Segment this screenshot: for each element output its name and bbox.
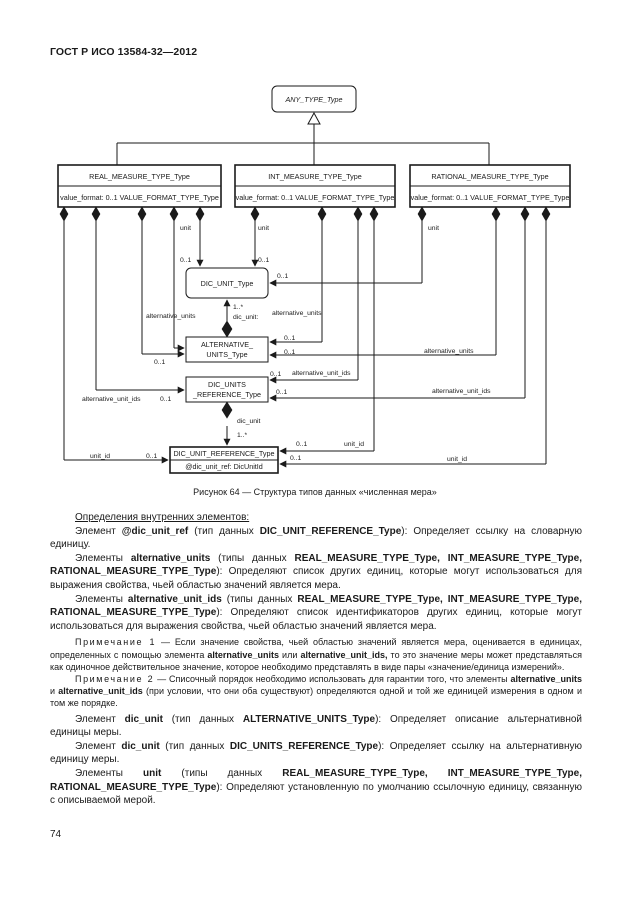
role-dic-unit-colon: dic_unit:	[233, 314, 258, 321]
paragraph-unit: Элементы unit (типы данных REAL_MEASURE_…	[50, 767, 582, 807]
figure-caption: Рисунок 64 — Структура типов данных «чис…	[193, 487, 437, 497]
mult-alt-rational: 0..1	[284, 349, 296, 356]
mult-unitref-int: 0..1	[296, 441, 308, 448]
dic-unit-box	[185, 267, 269, 299]
paragraph-dic-unit-alt: Элемент dic_unit (тип данных ALTERNATIVE…	[50, 713, 583, 739]
role-alt-ids-int: alternative_unit_ids	[292, 370, 351, 377]
mult-dic-unit: 1..*	[233, 304, 244, 311]
dic-unit-name: DIC_UNIT_Type	[201, 279, 254, 288]
role-unit-id-real: unit_id	[90, 453, 110, 460]
any-type-label: ANY_TYPE_Type	[285, 95, 343, 104]
paragraph-dic-unit-ref: Элемент @dic_unit_ref (тип данных DIC_UN…	[50, 525, 583, 551]
uml-diagram: ANY_TYPE_Type REAL_MEASURE_TYPE_Type val…	[57, 85, 571, 474]
role-alt-ids-rational: alternative_unit_ids	[432, 388, 491, 395]
alternative-units-name-1: ALTERNATIVE_	[201, 340, 254, 349]
generalization-triangle	[307, 111, 321, 125]
note-1: Примечание 1 — Если значение свойства, ч…	[50, 637, 582, 672]
role-unit-rational: unit	[428, 225, 439, 232]
page-header: ГОСТ Р ИСО 13584-32—2012	[50, 46, 198, 58]
paragraph-alternative-units: Элементы alternative_units (типы данных …	[50, 552, 583, 591]
mult-rational-unit: 0..1	[277, 273, 289, 280]
alternative-units-name-2: UNITS_Type	[206, 350, 247, 359]
mult-unitref-rational: 0..1	[290, 455, 302, 462]
dic-units-reference-name-1: DIC_UNITS	[208, 380, 246, 389]
real-measure-attr: value_format: 0..1 VALUE_FORMAT_TYPE_Typ…	[60, 193, 219, 202]
rational-measure-attr: value_format: 0..1 VALUE_FORMAT_TYPE_Typ…	[411, 193, 570, 202]
dic-units-reference-name-2: _REFERENCE_Type	[192, 390, 261, 399]
role-unit-id-rational: unit_id	[447, 456, 467, 463]
mult-ref-real: 0..1	[160, 396, 172, 403]
rational-measure-name: RATIONAL_MEASURE_TYPE_Type	[431, 172, 548, 181]
mult-unitref-real: 0..1	[146, 453, 158, 460]
composition-diamonds	[59, 206, 551, 419]
dic-unit-reference-name: DIC_UNIT_REFERENCE_Type	[173, 449, 274, 458]
mult-alt-real: 0..1	[154, 359, 166, 366]
definitions-heading: Определения внутренних элементов:	[75, 512, 250, 523]
paragraph-alternative-unit-ids: Элементы alternative_unit_ids (типы данн…	[50, 593, 583, 632]
real-measure-name: REAL_MEASURE_TYPE_Type	[89, 172, 190, 181]
int-measure-name: INT_MEASURE_TYPE_Type	[268, 172, 361, 181]
role-unit-real: unit	[180, 225, 191, 232]
role-alt-ids-real: alternative_unit_ids	[82, 396, 141, 403]
note-2: Примечание 2 — Списочный порядок необход…	[50, 673, 582, 709]
role-alt-units-real: alternative_units	[146, 313, 196, 320]
role-alt-units-int: alternative_units	[272, 310, 322, 317]
dic-unit-reference-attr: @dic_unit_ref: DicUnitId	[185, 462, 263, 471]
mult-real-unit: 0..1	[180, 257, 192, 264]
role-dic-unit: dic_unit	[237, 418, 261, 425]
mult-ref-int: 0..1	[270, 371, 282, 378]
role-unit-int: unit	[258, 225, 269, 232]
mult-dic-unit-ref: 1..*	[237, 432, 248, 439]
int-measure-attr: value_format: 0..1 VALUE_FORMAT_TYPE_Typ…	[236, 193, 395, 202]
body-text: Определения внутренних элементов: Элемен…	[50, 511, 582, 808]
mult-ref-rational: 0..1	[276, 389, 288, 396]
paragraph-dic-unit-ref2: Элемент dic_unit (тип данных DIC_UNITS_R…	[50, 740, 582, 766]
mult-int-unit: 0..1	[258, 257, 270, 264]
role-unit-id-int: unit_id	[344, 441, 364, 448]
role-alt-units-rational: alternative_units	[424, 348, 474, 355]
mult-alt-int: 0..1	[284, 335, 296, 342]
page-number: 74	[50, 829, 62, 840]
